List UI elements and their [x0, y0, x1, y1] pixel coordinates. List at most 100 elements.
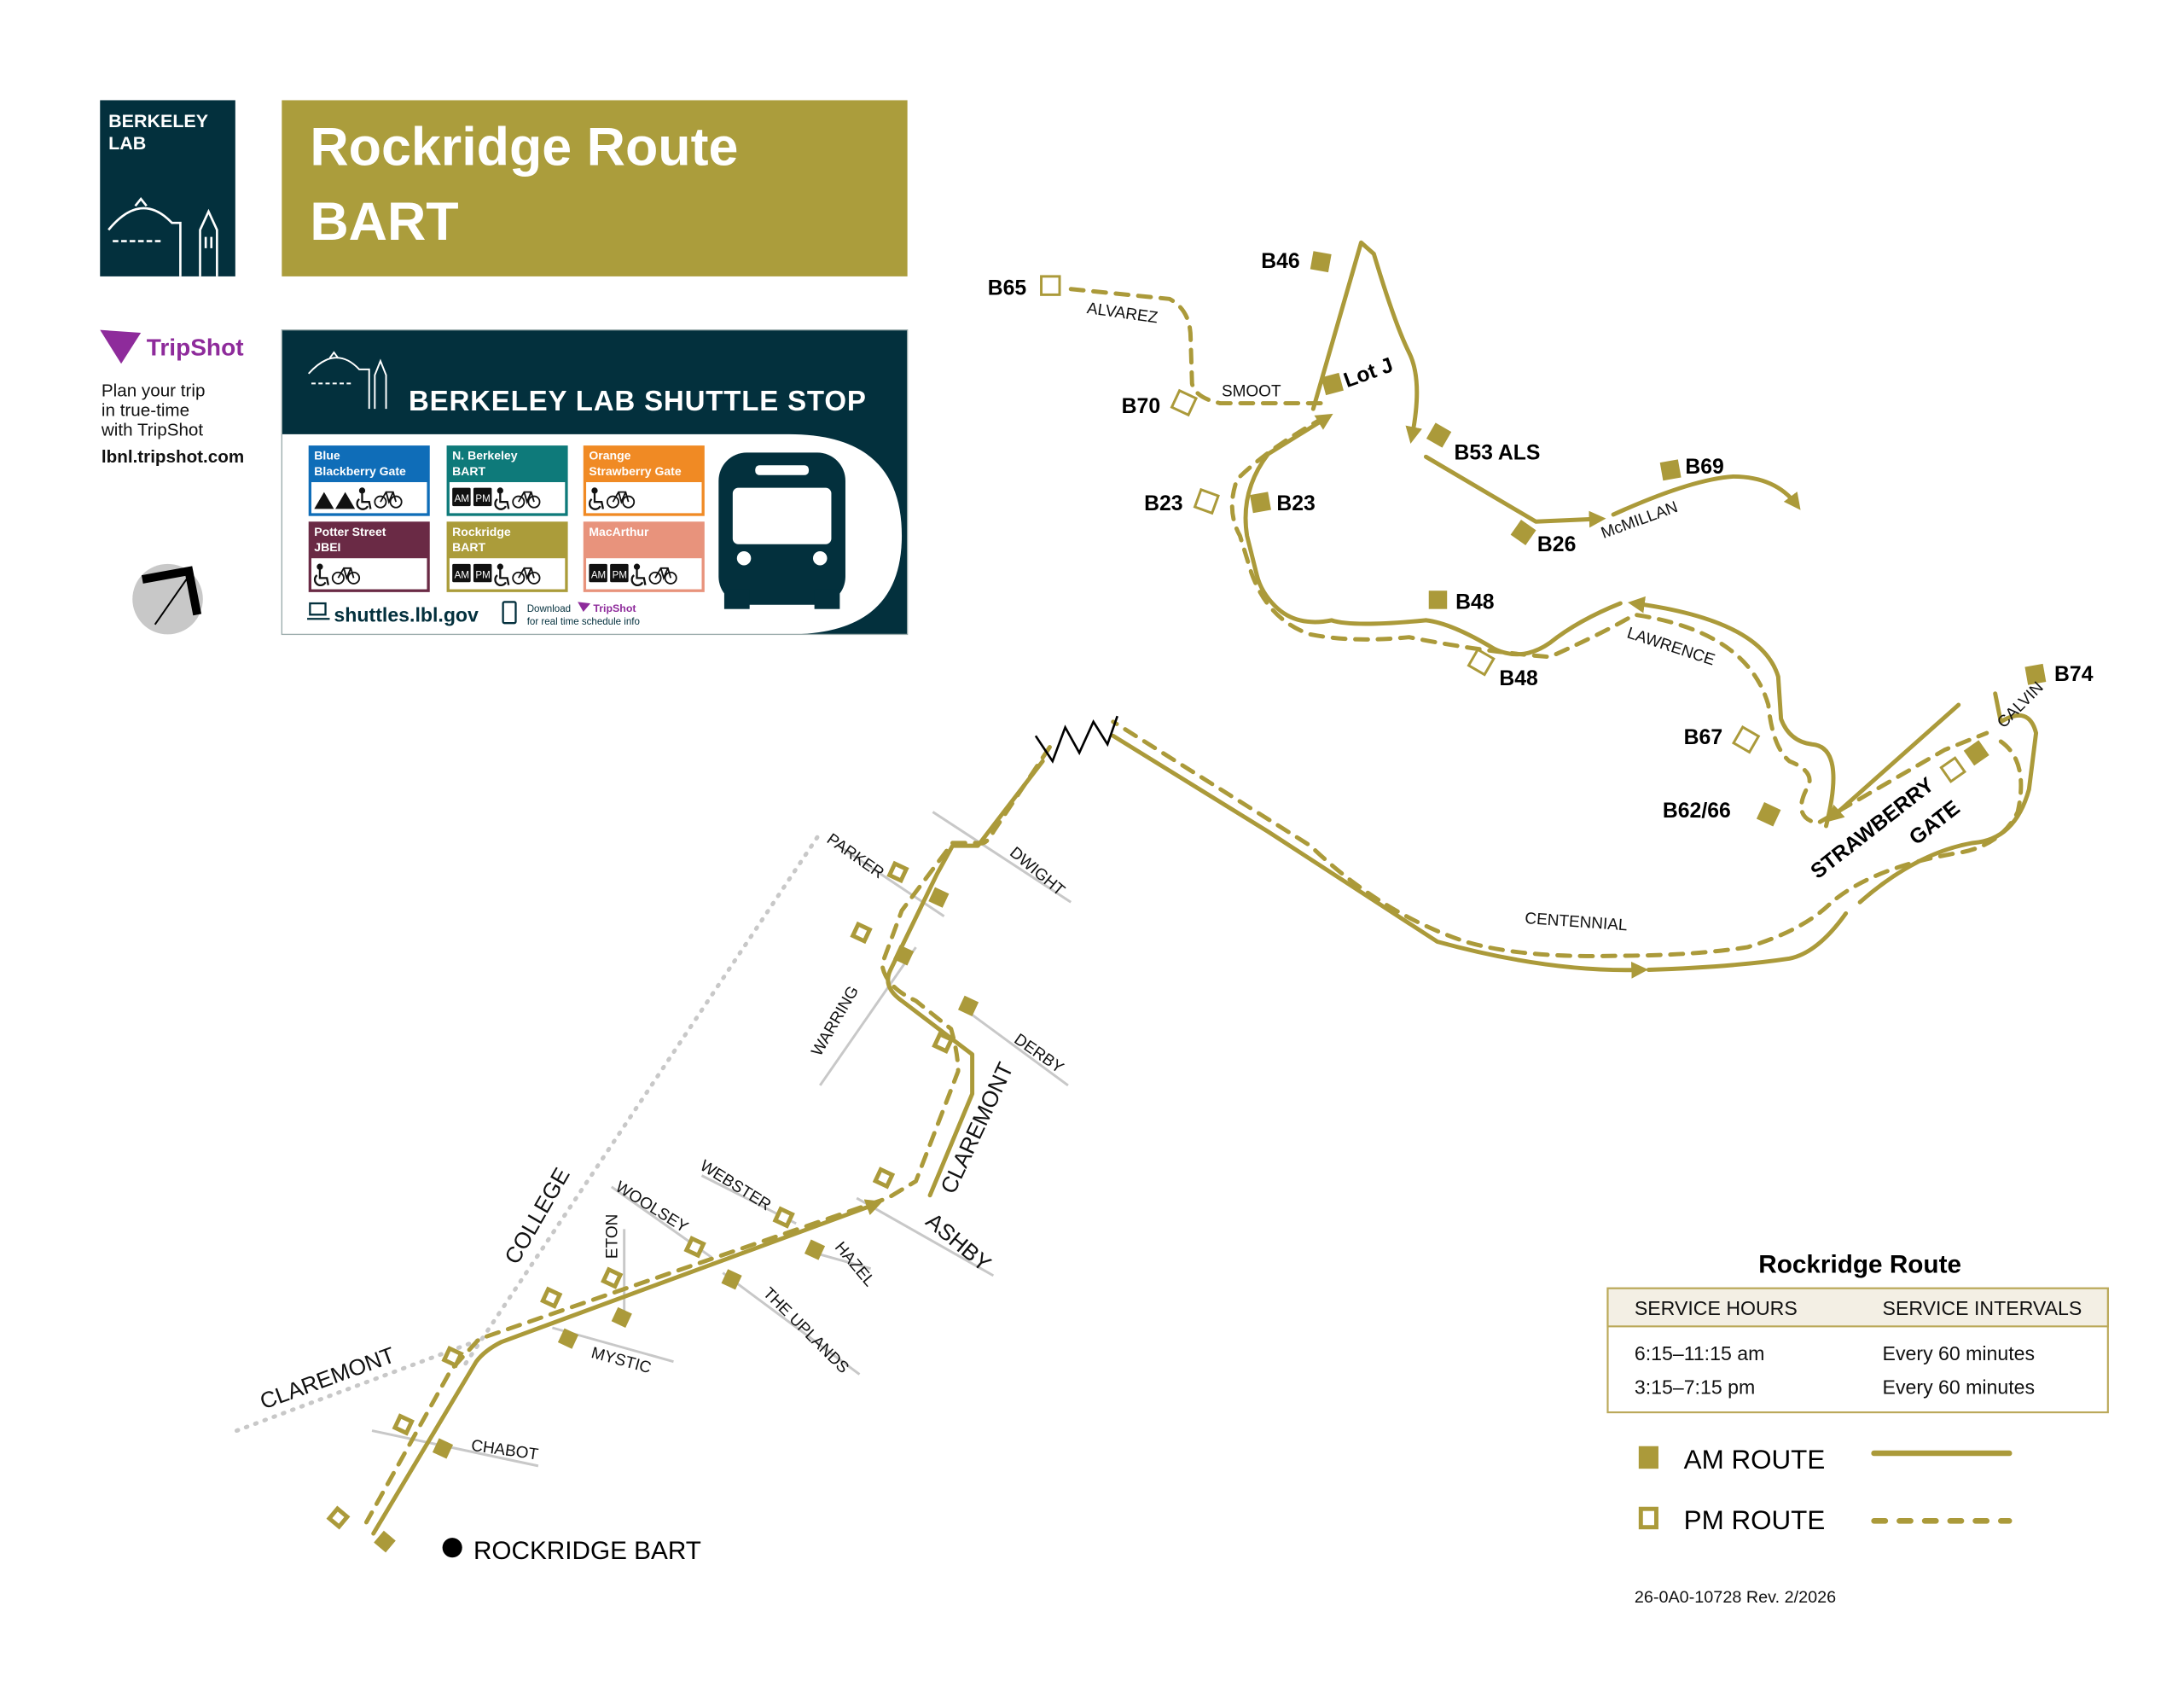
sign-website[interactable]: shuttles.lbl.gov [334, 604, 479, 626]
sign-tripshot-icon [578, 602, 591, 612]
service-header-hours: SERVICE HOURS [1635, 1297, 1798, 1319]
pm-stop-college[interactable] [540, 1286, 563, 1309]
am-stop-parker[interactable] [928, 887, 950, 908]
street-label-calvin: CALVIN [1994, 678, 2047, 731]
am-stops [374, 251, 2047, 1553]
am-stop-hazel[interactable] [804, 1239, 826, 1260]
pm-stop-b65[interactable] [1040, 275, 1061, 296]
pm-stop-warring[interactable] [850, 921, 873, 945]
pm-stop-b67[interactable] [1731, 725, 1761, 754]
pm-badge: PM [473, 563, 492, 583]
pm-stop-woolsey[interactable] [683, 1236, 706, 1259]
stop-label-b48-am: B48 [1455, 591, 1495, 614]
route-card-name: Orange [589, 449, 630, 463]
am-stop-derby[interactable] [957, 995, 979, 1016]
bicycle-icon [374, 491, 403, 509]
street-label-warring: WARRING [808, 983, 863, 1059]
bus-icon [718, 452, 845, 609]
berkeley-lab-logo: BERKELEY LAB [100, 100, 235, 276]
am-stop-b74[interactable] [2024, 663, 2047, 685]
shuttle-stop-sign: BERKELEY LAB SHUTTLE STOP BlueBlackberry… [281, 329, 909, 636]
am-stop-strawberry-gate[interactable] [1963, 740, 1989, 766]
service-row1-hours: 6:15–11:15 am [1635, 1342, 1764, 1364]
svg-text:AM: AM [455, 570, 469, 580]
route-card-subtitle: Strawberry Gate [589, 464, 681, 478]
svg-text:PM: PM [613, 570, 627, 580]
pm-stop-parker[interactable] [886, 860, 909, 884]
am-stop-b23[interactable] [1250, 492, 1271, 514]
pm-stop-b23[interactable] [1193, 487, 1220, 515]
am-stop-b53[interactable] [1426, 422, 1452, 448]
pm-stop-strawberry-gate[interactable] [1939, 756, 1967, 783]
am-stop-chabot[interactable] [432, 1438, 454, 1459]
route-card-name: Blue [314, 449, 340, 463]
route-title-line1: Rockridge Route [310, 117, 738, 177]
pm-stop-eton[interactable] [601, 1266, 624, 1289]
wheelchair-icon [588, 487, 605, 510]
tripshot-line1: Plan your trip [102, 381, 206, 400]
street-label-uplands: THE UPLANDS [759, 1284, 852, 1377]
am-stop-b62-66[interactable] [1756, 801, 1781, 827]
legend-title: Rockridge Route [1758, 1251, 1961, 1279]
am-stop-uplands[interactable] [721, 1269, 742, 1290]
route-card-subtitle: BART [452, 464, 485, 478]
pm-stop-claremont[interactable] [441, 1345, 464, 1369]
document-id: 26-0A0-10728 Rev. 2/2026 [1635, 1588, 1836, 1607]
am-stop-b48[interactable] [1428, 591, 1448, 609]
stop-label-b62-66: B62/66 [1663, 800, 1731, 823]
am-stop-mystic[interactable] [557, 1328, 579, 1349]
am-stop-lotj[interactable] [1321, 372, 1344, 396]
tripshot-line2: in true-time [102, 400, 189, 420]
street-line-hazel [819, 1253, 872, 1271]
stop-label-lotj: Lot J [1341, 353, 1397, 393]
pm-stop-derby[interactable] [932, 1031, 955, 1054]
tripshot-promo: TripShot Plan your trip in true-time wit… [100, 329, 244, 467]
pm-stops [326, 275, 1967, 1530]
route-break-icon [1034, 715, 1118, 764]
route-card-name: Rockridge [452, 525, 511, 538]
pm-stop-b70[interactable] [1170, 388, 1198, 417]
am-stop-b69[interactable] [1659, 459, 1682, 481]
street-line-warring [819, 946, 917, 1086]
bicycle-icon [606, 491, 636, 509]
street-line-dwight [932, 811, 1072, 904]
pm-stop-webster[interactable] [772, 1206, 795, 1229]
street-label-parker: PARKER [823, 830, 887, 882]
wheelchair-icon [494, 487, 510, 510]
pm-badge: PM [610, 563, 629, 583]
tripshot-brand: TripShot [147, 334, 244, 360]
service-row1-interval: Every 60 minutes [1883, 1342, 2036, 1364]
am-badge: AM [452, 487, 471, 507]
bicycle-icon [512, 567, 541, 585]
street-label-derby: DERBY [1011, 1031, 1067, 1078]
street-label-centennial: CENTENNIAL [1525, 910, 1628, 934]
tripshot-line3: with TripShot [101, 421, 203, 440]
street-label-hazel: HAZEL [831, 1239, 878, 1290]
stop-label-b74: B74 [2054, 663, 2094, 686]
am-badge: AM [589, 563, 607, 583]
svg-text:AM: AM [591, 570, 606, 580]
street-line-college [462, 835, 820, 1367]
pm-stop-chabot[interactable] [392, 1413, 415, 1436]
lab-building-icon [107, 196, 218, 276]
am-stop-eton[interactable] [611, 1306, 632, 1328]
rockridge-bart-marker-icon[interactable] [442, 1538, 462, 1558]
route-card-subtitle: JBEI [314, 540, 340, 554]
pm-stop-ashby[interactable] [872, 1166, 896, 1190]
am-stop-b26[interactable] [1510, 520, 1536, 545]
tripshot-url[interactable]: lbnl.tripshot.com [102, 447, 244, 467]
am-stop-rockridge[interactable] [374, 1530, 396, 1553]
website-icon [307, 602, 330, 620]
am-stop-b46[interactable] [1310, 251, 1332, 273]
route-card-subtitle: BART [452, 540, 485, 554]
am-stop-warring[interactable] [893, 945, 915, 966]
pm-stop-b48[interactable] [1467, 648, 1496, 677]
pm-stop-rockridge[interactable] [326, 1505, 351, 1530]
